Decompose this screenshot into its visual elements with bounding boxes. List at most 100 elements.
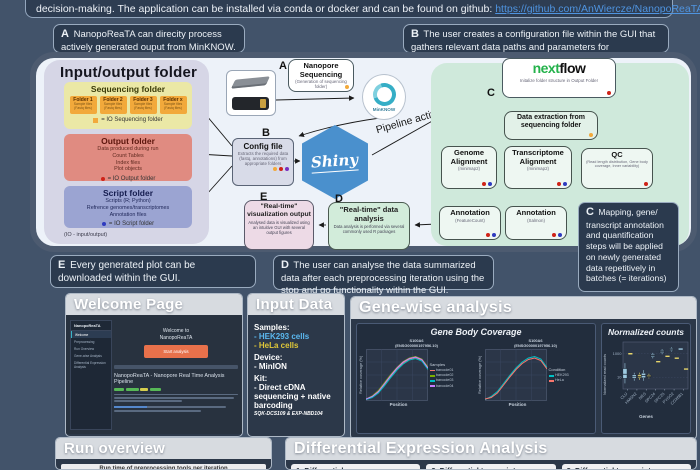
folder-chip-name: Folder 3 — [133, 97, 153, 103]
kit-codes: SQK-DCS109 & EXP-NBD104 — [254, 411, 323, 417]
sidebar-item-welcome[interactable]: Welcome — [71, 331, 111, 339]
config-title: Config file — [243, 142, 283, 151]
callout-b: B The user creates a configuration file … — [403, 24, 669, 65]
minknow-label: MinKNOW — [372, 106, 396, 112]
script-folder-line: Annotation files — [109, 211, 147, 218]
output-folder-title: Output folder — [101, 136, 155, 146]
intro-text: decision-making. The application can be … — [36, 3, 493, 15]
legend-entry: barcode02 — [429, 373, 466, 378]
minknow-logo: MinKNOW — [362, 74, 406, 120]
sequencing-folder-box: Sequencing folder Folder 1 Sample files … — [64, 82, 192, 129]
sidebar-item-genewise[interactable]: Gene-wise Analysis — [74, 354, 102, 359]
version-badges — [114, 387, 238, 391]
app-screenshot: NanopoReaTA Welcome Preprocessing Run Ov… — [66, 315, 242, 434]
callout-c: C Mapping, gene/ transcript annotation a… — [578, 202, 679, 292]
flowcell-icon — [230, 76, 271, 89]
config-sub: Extracts the required data (fastq, annot… — [237, 151, 289, 167]
nanopore-title: Nanopore Sequencing — [299, 61, 343, 79]
folder-chip-sub: (Fastq files) — [164, 105, 182, 110]
folder-chip-name: Folder 1 — [73, 97, 93, 103]
purple-dot — [285, 167, 289, 172]
sidebar-item-run-overview[interactable]: Run Overview — [74, 346, 95, 351]
label-c: C — [487, 87, 495, 99]
shiny-label: Shiny — [310, 150, 360, 174]
welcome-line: NanopoReaTA — [159, 334, 193, 341]
callout-e: E Every generated plot can be downloaded… — [50, 255, 256, 288]
gbc-condition-chart: S100A6 (ENSG00000197956.10) Relative cov… — [477, 338, 595, 407]
nextflow-logo-box: nextflow Initalize folder structure in O… — [502, 58, 616, 98]
app-main: Welcome to NanopoReaTA Start analysis Na… — [114, 320, 238, 428]
genewise-analysis-panel: Gene-wise analysis Gene Body Coverage S1… — [350, 296, 697, 440]
io-note: (IO - input/output) — [64, 232, 108, 238]
io-folder-panel: Input/output folder Sequencing folder Fo… — [44, 60, 209, 244]
body-text-placeholder — [114, 400, 183, 403]
minion-device-image — [226, 70, 276, 116]
welcome-line: Welcome to — [162, 328, 190, 334]
annotation-salmon-box: Annotation (Salmon) — [505, 206, 567, 240]
svg-text:NES: NES — [638, 391, 648, 401]
normalized-counts-card: Normalized counts Normalized read counts… — [601, 323, 691, 434]
label-d: D — [335, 193, 343, 205]
device-label: Device: — [254, 353, 283, 362]
device-value: - MinION — [254, 362, 287, 371]
minion-body-icon — [232, 97, 269, 110]
red-dot — [607, 91, 611, 95]
counts-title: Normalized counts — [607, 327, 685, 337]
y-axis-label: Normalized read counts — [602, 353, 607, 395]
welcome-page-panel: Welcome Page NanopoReaTA Welcome Preproc… — [65, 293, 243, 437]
folder-chip: Folder 3 Sample files (Fastq files) — [129, 96, 157, 114]
line-chart — [365, 349, 428, 402]
sidebar-item-preprocessing[interactable]: Preprocessing — [74, 339, 95, 344]
folder-chip-name: Folder 2 — [103, 97, 123, 103]
kit-label: Kit: — [254, 374, 268, 383]
folder-chip-sub: (Fastq files) — [74, 105, 92, 110]
dea-item-3: 3. Differential transcript — [561, 464, 691, 469]
start-analysis-button[interactable]: Start analysis — [144, 345, 208, 358]
nanopore-sequencing-box: Nanopore Sequencing (Generation of seque… — [288, 59, 354, 92]
sequencing-legend-text: = IO Sequencing folder — [101, 117, 163, 123]
app-heading: NanopoReaTA - Nanopore Real Time Analysi… — [114, 373, 225, 385]
legend-entry: barcode01 — [429, 368, 466, 373]
svg-text:10: 10 — [617, 375, 622, 380]
sample-hek293: - HEK293 cells — [254, 332, 310, 341]
sidebar-item-dea[interactable]: Differential Expression Analysis — [74, 361, 106, 370]
callout-a-text: NanopoReaTA can direcity process activel… — [61, 29, 236, 53]
legend-entry: barcode03 — [429, 378, 466, 383]
nextflow-panel: nextflow Initalize folder structure in O… — [431, 58, 689, 246]
input-panel-header: Input Data — [248, 294, 344, 315]
nextflow-logo: nextflow — [532, 60, 586, 76]
dea-item-1: 1. Differential gene — [291, 464, 421, 469]
github-link[interactable]: https://github.com/AnWiercze/NanopoReaTA — [495, 3, 700, 15]
config-file-box: Config file Extracts the required data (… — [232, 138, 294, 186]
dea-item-2: 2. Differential transcript — [426, 464, 556, 469]
divider-bar — [114, 365, 238, 369]
dea-header: Differential Expression Analysis — [286, 438, 696, 460]
body-text-placeholder — [114, 396, 235, 399]
welcome-panel-header: Welcome Page — [66, 294, 242, 315]
dea-panel: Differential Expression Analysis 1. Diff… — [285, 437, 697, 470]
samples-label: Samples: — [254, 323, 290, 332]
script-legend-dot — [101, 222, 106, 227]
label-e: E — [260, 191, 268, 203]
genome-alignment-box: Genome Alignment (minimap2) — [441, 146, 497, 189]
app-sidebar: NanopoReaTA Welcome Preprocessing Run Ov… — [70, 320, 112, 430]
script-legend-text: = IO Script folder — [108, 221, 155, 228]
body-text-placeholder — [114, 409, 201, 412]
folder-chip: Folder 2 Sample files (Fastq files) — [99, 96, 127, 114]
gbc-samples-chart: S100A6 (ENSG00000197956.10) Relative cov… — [358, 338, 476, 407]
app-sidebar-title: NanopoReaTA — [71, 321, 111, 331]
folder-chip-sub: Sample files — [163, 102, 183, 106]
callout-d: D The user can analyse the data summariz… — [273, 255, 494, 296]
io-folder-title: Input/output folder — [60, 64, 198, 81]
run-overview-subtitle: Run time of preprocessing tools per iter… — [61, 464, 266, 469]
orange-dot — [345, 85, 349, 89]
callout-a-letter: A — [61, 28, 69, 40]
legend-entry: HEK293 — [548, 373, 585, 378]
transcriptome-alignment-box: Transcriptome Alignment (minimap2) — [504, 146, 572, 189]
sample-hela: - HeLa cells — [254, 341, 299, 350]
line-chart — [484, 349, 547, 402]
